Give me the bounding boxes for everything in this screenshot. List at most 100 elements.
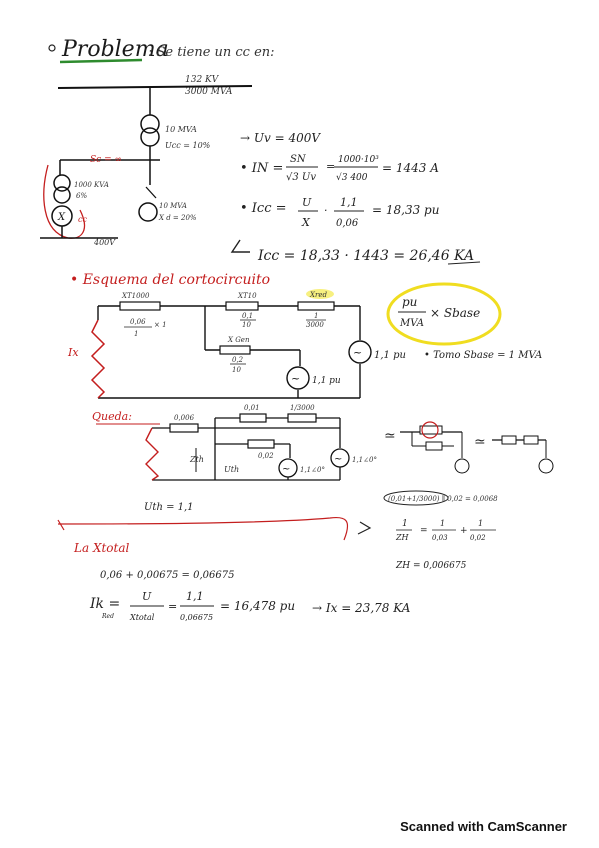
svg-text:0,01: 0,01 (244, 404, 260, 412)
svg-text:~: ~ (291, 372, 300, 385)
svg-text:= 16,478 pu: = 16,478 pu (220, 599, 295, 613)
ix-label: Ix (67, 346, 79, 359)
src-label-2: 1,1 pu (312, 376, 341, 386)
svg-text:10: 10 (242, 321, 251, 329)
svg-text:√3 Uv: √3 Uv (286, 172, 316, 183)
svg-text:0,06: 0,06 (336, 218, 359, 229)
svg-text:=: = (168, 600, 177, 613)
svg-text:0,02: 0,02 (258, 452, 274, 460)
cc-marker: Sc = ∞ (90, 155, 122, 165)
svg-text:10: 10 (232, 366, 241, 374)
xt10-label: XT10 (237, 292, 257, 300)
svg-text:1,1∠0°: 1,1∠0° (352, 456, 377, 464)
svg-text:1/3000: 1/3000 (290, 404, 315, 412)
sbase-text: • Tomo Sbase = 1 MVA (424, 350, 542, 361)
simplification-sketch: ≃ ≃ (384, 421, 554, 474)
in-equation: • IN = SN √3 Uv = 1000·10³ √3 400 = 1443… (240, 154, 439, 183)
motor-icon (138, 202, 158, 222)
ik-equation: Ik = Red U Xtotal = 1,1 0,06675 = 16,478… (89, 590, 411, 622)
svg-text:1: 1 (478, 519, 483, 528)
svg-text:Red: Red (101, 613, 114, 620)
grid-voltage: 132 KV (185, 75, 220, 85)
svg-text:1: 1 (440, 519, 445, 528)
svg-text:~: ~ (334, 454, 342, 465)
svg-text:0,006: 0,006 (174, 414, 195, 422)
title-underline (59, 58, 143, 64)
svg-text:1000·10³: 1000·10³ (338, 155, 379, 165)
xgen-label: X Gen (227, 336, 250, 344)
src-label-1: 1,1 pu (374, 350, 406, 361)
svg-text:MVA: MVA (399, 318, 424, 329)
pu-mult: × Sbase (430, 306, 480, 320)
svg-text:• Icc =: • Icc = (240, 201, 287, 216)
svg-text:0,02: 0,02 (470, 534, 486, 542)
intro-text: : Se tiene un cc en: (148, 45, 275, 60)
svg-text:pu: pu (402, 295, 417, 309)
svg-text:≃: ≃ (474, 434, 486, 450)
icc-ka: Icc = 18,33 · 1443 = 26,46 KA (257, 248, 474, 264)
svg-text:X: X (57, 212, 66, 223)
title: Problema (61, 37, 169, 62)
svg-text:0,06675: 0,06675 (180, 613, 213, 622)
svg-text:0,1: 0,1 (242, 312, 253, 320)
svg-text:1,1: 1,1 (340, 196, 358, 209)
parallel-eq: (0,01+1/3000) ∥ 0,02 = 0,0068 (388, 495, 498, 503)
svg-text:ZH: ZH (395, 533, 410, 542)
svg-text:Xtotal: Xtotal (129, 613, 155, 622)
svg-text:=: = (420, 526, 428, 536)
grid-power: 3000 MVA (185, 87, 233, 97)
svg-text:SN: SN (290, 154, 307, 165)
svg-text:~: ~ (353, 346, 362, 359)
svg-text:U: U (142, 590, 152, 603)
svg-text:U: U (302, 196, 312, 209)
circuit-heading: • Esquema del cortocircuito (70, 272, 270, 288)
transformer-2-icon (53, 174, 71, 204)
bus-400v: 400V (93, 238, 116, 247)
svg-text:→ Ix = 23,78 KA: → Ix = 23,78 KA (312, 601, 411, 615)
t1-rating: 10 MVA (165, 125, 197, 134)
svg-text:0,06: 0,06 (130, 318, 146, 326)
svg-text:Ik =: Ik = (89, 596, 120, 612)
svg-text:X: X (301, 216, 311, 229)
uv-eq: → Uv = 400V (240, 131, 321, 145)
svg-text:+: + (460, 526, 468, 536)
icc-equation: • Icc = U X · 1,1 0,06 = 18,33 pu (240, 196, 439, 229)
svg-text:1,1: 1,1 (186, 590, 204, 603)
svg-text:·: · (324, 204, 328, 217)
svg-text:= 18,33 pu: = 18,33 pu (372, 203, 439, 217)
cc-source-icon: X (51, 205, 73, 227)
svg-text:3000: 3000 (306, 321, 324, 329)
zh-result: ZH = 0,006675 (395, 561, 467, 571)
svg-text:√3 400: √3 400 (336, 172, 368, 183)
transformer-1-icon (140, 114, 160, 147)
svg-text:≃: ≃ (384, 428, 396, 444)
uth-eq: Uth = 1,1 (144, 502, 194, 513)
scanner-watermark: Scanned with CamScanner (400, 819, 567, 834)
cc-label: cc (78, 215, 87, 224)
svg-text:=: = (326, 160, 335, 173)
t2-rating: 1000 KVA (74, 181, 109, 189)
motor-rating: 10 MVA (159, 202, 187, 210)
svg-text:1: 1 (402, 519, 408, 529)
svg-text:0,03: 0,03 (432, 534, 448, 542)
svg-text:1: 1 (134, 330, 138, 338)
svg-text:~: ~ (282, 464, 290, 475)
svg-text:• IN =: • IN = (240, 161, 283, 176)
motor-xd: X d = 20% (158, 214, 197, 222)
xtotal-eq: 0,06 + 0,00675 = 0,06675 (100, 570, 234, 581)
xtotal-label: La Xtotal (73, 541, 130, 555)
xt1000-label: XT1000 (121, 292, 150, 300)
xred-label: Xred (309, 291, 327, 299)
svg-text:= 1443 A: = 1443 A (382, 161, 439, 175)
svg-text:0,2: 0,2 (232, 356, 244, 364)
t2-ucc: 6% (76, 192, 87, 200)
svg-text:Uth: Uth (224, 465, 239, 474)
zth-equation: 1 ZH = 1 0,03 + 1 0,02 (395, 519, 496, 542)
svg-text:1: 1 (314, 312, 318, 320)
svg-text:1,1∠0°: 1,1∠0° (300, 466, 325, 474)
t1-ucc: Ucc = 10% (165, 141, 211, 150)
queda-label: Queda: (92, 410, 132, 423)
svg-text:× 1: × 1 (154, 321, 167, 329)
